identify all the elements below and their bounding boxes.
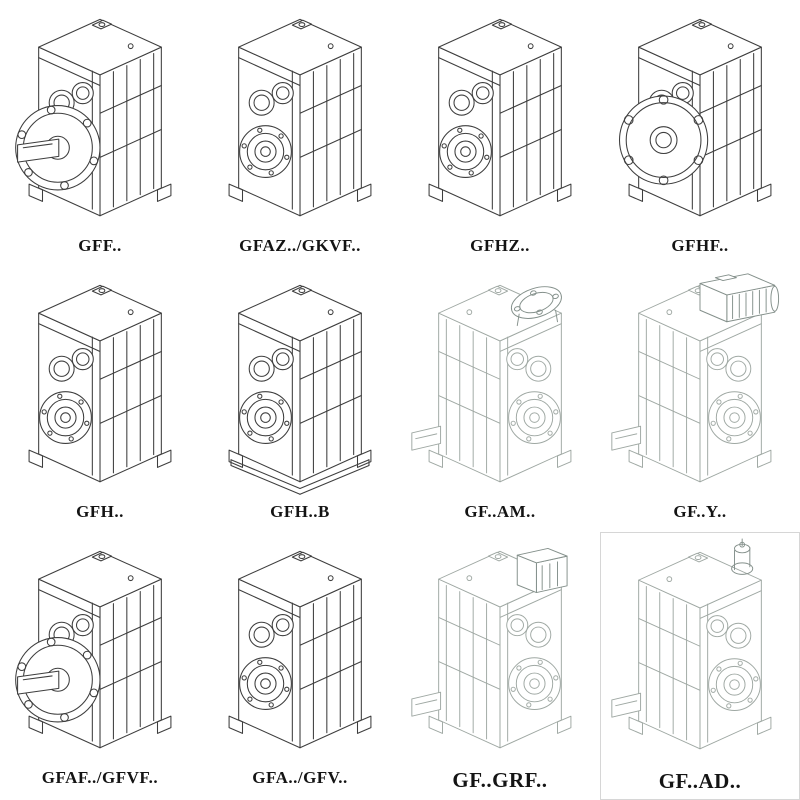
catalog-cell: GFAZ../GKVF.. <box>200 0 400 266</box>
model-label: GF..Y.. <box>673 502 727 521</box>
gearbox-hollow-shaft-base-icon <box>228 284 372 495</box>
model-label: GFH.. <box>76 502 124 521</box>
gearbox-hollow-shaft-icon <box>228 550 372 749</box>
catalog-cell: GFF.. <box>0 0 200 266</box>
gearbox-hollow-shaft-icon <box>228 18 372 217</box>
gearbox-flange-output-shaft-icon <box>15 550 172 749</box>
model-label: GF..AM.. <box>464 502 536 521</box>
catalog-cell: GFHF.. <box>600 0 800 266</box>
gearbox-motor-flange-mount-icon <box>411 284 572 483</box>
model-label: GFF.. <box>78 236 122 255</box>
gearbox-with-motor-icon <box>611 273 780 483</box>
catalog-cell: GF..AM.. <box>400 266 600 532</box>
catalog-cell: GFHZ.. <box>400 0 600 266</box>
model-label: GFAZ../GKVF.. <box>239 236 361 255</box>
model-label: GFHZ.. <box>470 236 530 255</box>
model-label: GFA../GFV.. <box>252 768 348 787</box>
gearbox-output-flange-icon <box>618 18 772 217</box>
catalog-cell: GFAF../GFVF.. <box>0 532 200 800</box>
catalog-cell: GF..GRF.. <box>400 532 600 800</box>
gearbox-input-shaft-adapter-icon <box>611 538 772 750</box>
catalog-cell: GF..AD.. <box>600 532 800 800</box>
gearbox-flange-output-shaft-icon <box>15 18 172 217</box>
catalog-cell: GFH..B <box>200 266 400 532</box>
model-label: GFH..B <box>270 502 330 521</box>
gearbox-hollow-shaft-icon <box>428 18 572 217</box>
catalog-cell: GFH.. <box>0 266 200 532</box>
model-label: GF..GRF.. <box>452 768 548 792</box>
gearbox-input-adapter-icon <box>411 547 572 749</box>
model-label: GFAF../GFVF.. <box>41 768 159 787</box>
model-label: GF..AD.. <box>658 769 742 793</box>
gearbox-hollow-shaft-icon <box>28 284 172 483</box>
model-label: GFHF.. <box>671 236 729 255</box>
catalog-cell: GF..Y.. <box>600 266 800 532</box>
catalog-cell: GFA../GFV.. <box>200 532 400 800</box>
